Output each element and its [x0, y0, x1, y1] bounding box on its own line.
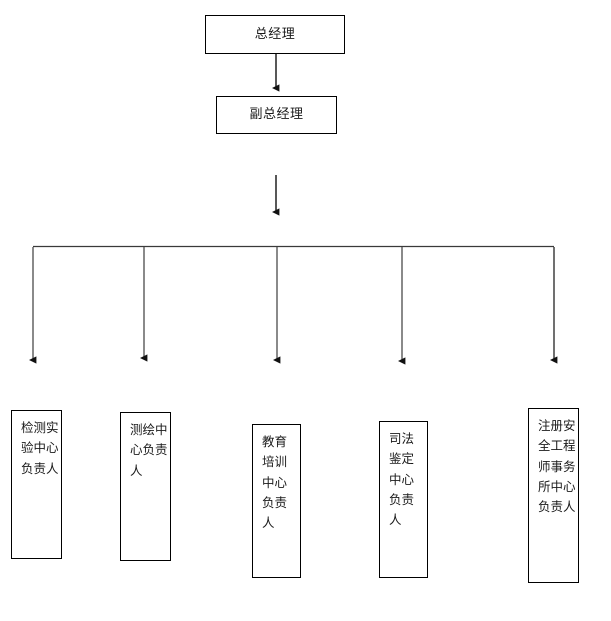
node-surveying-center-head[interactable]: 测绘中心负责人: [120, 412, 171, 561]
node-testing-lab-center-head[interactable]: 检测实验中心负责人: [11, 410, 62, 559]
node-label-deputy-general-manager: 副总经理: [249, 107, 304, 123]
node-label-surveying-center-head: 测绘中心负责人: [130, 422, 168, 478]
node-general-manager[interactable]: 总经理: [205, 15, 345, 54]
node-label-education-training-center-head: 教育培训中心负责人: [262, 434, 288, 530]
node-deputy-general-manager[interactable]: 副总经理: [216, 96, 337, 134]
node-label-testing-lab-center-head: 检测实验中心负责人: [21, 420, 59, 476]
node-education-training-center-head[interactable]: 教育培训中心负责人: [252, 424, 301, 578]
node-registered-safety-engineer-office-head[interactable]: 注册安全工程师事务所中心负责人: [528, 408, 579, 583]
node-judicial-appraisal-center-head[interactable]: 司法鉴定中心负责人: [379, 421, 428, 578]
node-label-general-manager: 总经理: [254, 26, 296, 42]
node-label-judicial-appraisal-center-head: 司法鉴定中心负责人: [389, 431, 415, 527]
node-label-registered-safety-engineer-office-head: 注册安全工程师事务所中心负责人: [538, 418, 576, 514]
